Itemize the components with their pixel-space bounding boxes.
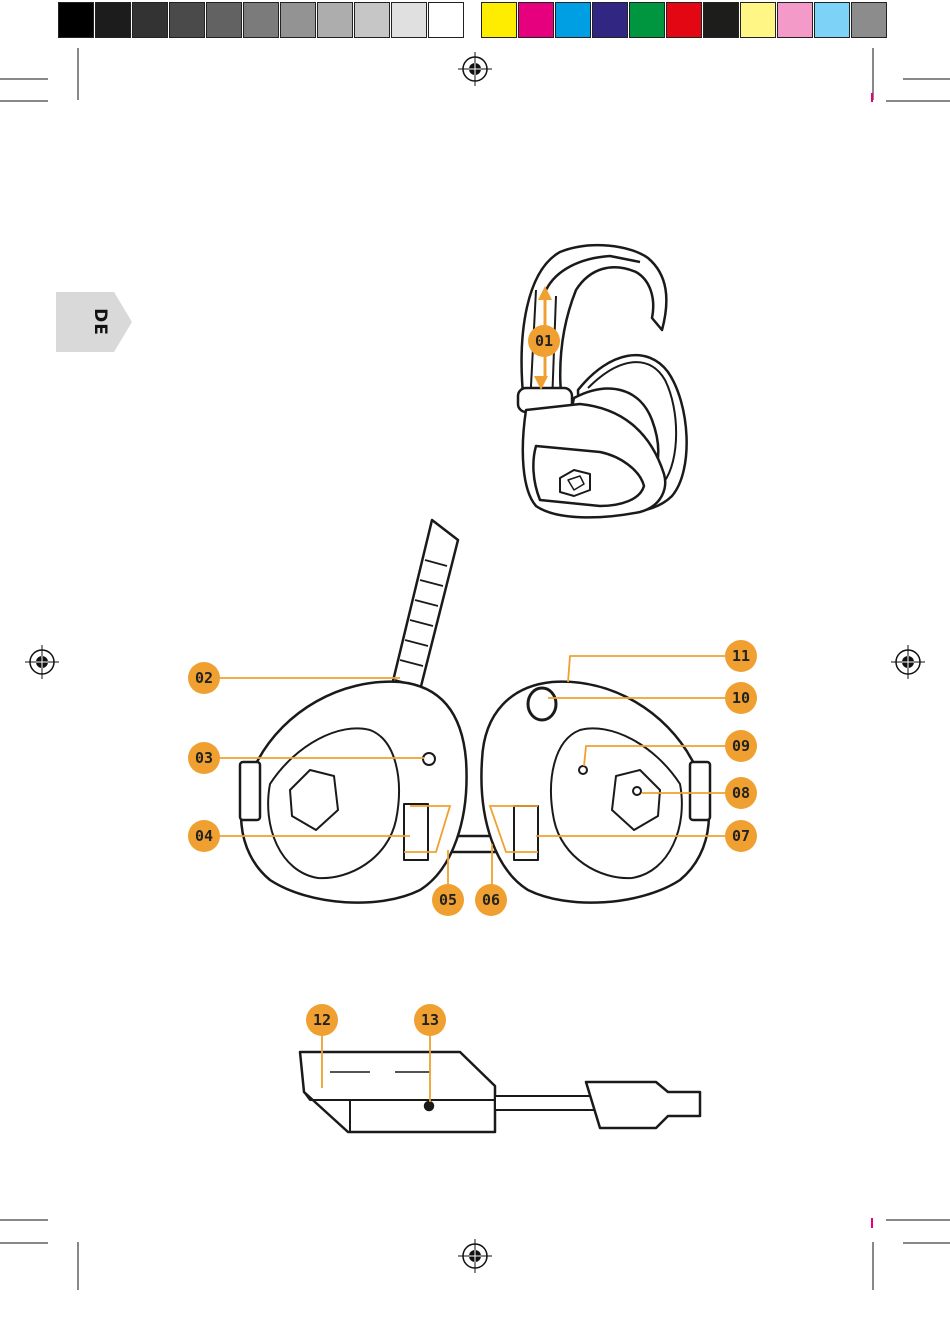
callout-label: 11 bbox=[732, 647, 750, 665]
callout-13: 13 bbox=[414, 1004, 446, 1036]
callout-09: 09 bbox=[725, 730, 757, 762]
callout-03: 03 bbox=[188, 742, 220, 774]
callout-02: 02 bbox=[188, 662, 220, 694]
callout-10: 10 bbox=[725, 682, 757, 714]
wireless-adapter-illustration bbox=[300, 1052, 700, 1132]
callout-05: 05 bbox=[432, 884, 464, 916]
callout-06: 06 bbox=[475, 884, 507, 916]
callout-label: 03 bbox=[195, 749, 213, 767]
callout-label: 07 bbox=[732, 827, 750, 845]
callout-label: 04 bbox=[195, 827, 213, 845]
callout-label: 09 bbox=[732, 737, 750, 755]
callout-label: 01 bbox=[535, 332, 553, 350]
registration-mark bbox=[25, 645, 59, 679]
callout-label: 10 bbox=[732, 689, 750, 707]
callout-label: 06 bbox=[482, 891, 500, 909]
registration-mark bbox=[891, 645, 925, 679]
callout-12: 12 bbox=[306, 1004, 338, 1036]
headset-front-illustration bbox=[240, 520, 710, 903]
callout-label: 08 bbox=[732, 784, 750, 802]
callout-label: 13 bbox=[421, 1011, 439, 1029]
registration-mark bbox=[458, 52, 492, 86]
callout-11: 11 bbox=[725, 640, 757, 672]
callout-08: 08 bbox=[725, 777, 757, 809]
registration-mark bbox=[458, 1239, 492, 1273]
callout-04: 04 bbox=[188, 820, 220, 852]
callout-label: 05 bbox=[439, 891, 457, 909]
callout-07: 07 bbox=[725, 820, 757, 852]
callout-label: 02 bbox=[195, 669, 213, 687]
callout-label: 12 bbox=[313, 1011, 331, 1029]
callout-01: 01 bbox=[528, 325, 560, 357]
